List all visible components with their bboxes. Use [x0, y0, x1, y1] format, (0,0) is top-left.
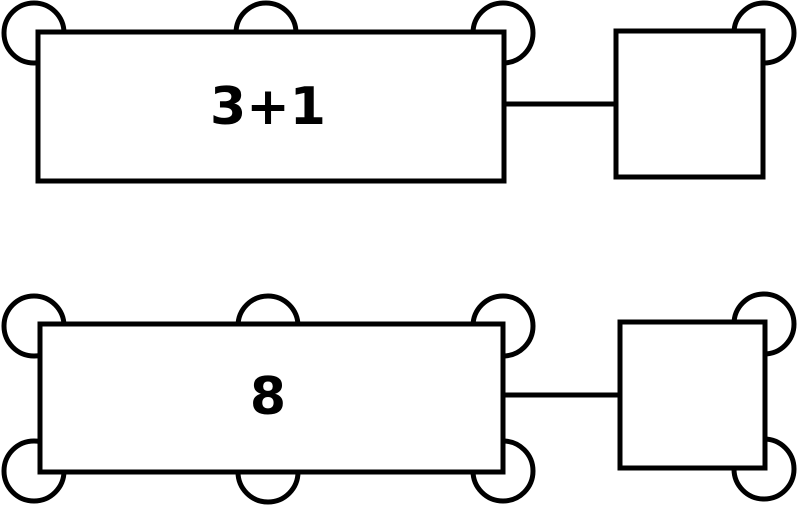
top-main-block[interactable]	[35, 29, 507, 184]
bottom-side-block[interactable]	[617, 319, 768, 471]
top-assembly: 3+1	[1, 0, 797, 184]
bottom-main-block[interactable]	[37, 321, 506, 475]
bottom-main-block-label: 8	[250, 367, 286, 427]
bottom-assembly: 8	[1, 291, 797, 505]
top-side-block[interactable]	[613, 28, 766, 180]
top-main-block-label: 3+1	[210, 77, 326, 137]
